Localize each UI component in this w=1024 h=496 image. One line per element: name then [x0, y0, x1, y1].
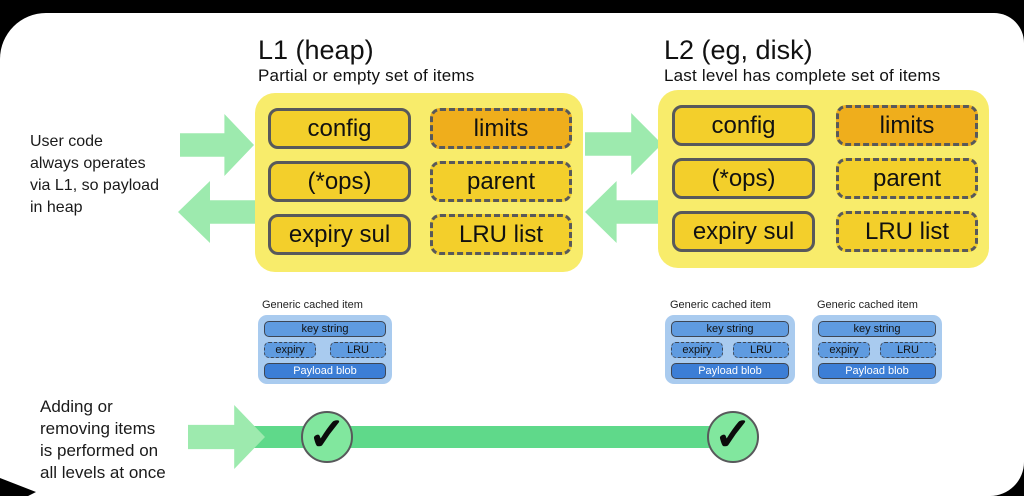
- l1-item-limits: limits: [430, 108, 572, 149]
- expiry-field: expiry: [264, 342, 316, 358]
- generic-item-label: Generic cached item: [262, 299, 363, 311]
- lru-field: LRU: [330, 342, 386, 358]
- lru-field: LRU: [733, 342, 789, 358]
- note-all-levels: Adding or removing items is performed on…: [40, 397, 166, 482]
- expiry-field: expiry: [818, 342, 870, 358]
- generic-item-card: key string expiry LRU Payload blob: [258, 315, 392, 384]
- generic-item-label: Generic cached item: [817, 299, 918, 311]
- generic-item-card: key string expiry LRU Payload blob: [665, 315, 795, 384]
- lru-field: LRU: [880, 342, 936, 358]
- key-string-field: key string: [264, 321, 386, 337]
- sync-bar: [248, 426, 737, 448]
- note-user-code: User code always operates via L1, so pay…: [30, 133, 159, 216]
- l2-title: L2 (eg, disk): [664, 35, 813, 65]
- payload-blob-field: Payload blob: [818, 363, 936, 379]
- check-circle-l2: ✓: [707, 411, 759, 463]
- l1-item-parent: parent: [430, 161, 572, 202]
- checkmark-icon: ✓: [307, 408, 347, 460]
- expiry-field: expiry: [671, 342, 723, 358]
- l2-item-config: config: [672, 105, 815, 146]
- key-string-field: key string: [671, 321, 789, 337]
- payload-blob-field: Payload blob: [264, 363, 386, 379]
- l2-item-parent: parent: [836, 158, 978, 199]
- checkmark-icon: ✓: [713, 408, 753, 460]
- l2-item-limits: limits: [836, 105, 978, 146]
- l1-item-ops: (*ops): [268, 161, 411, 202]
- l2-item-lru-list: LRU list: [836, 211, 978, 252]
- l2-container: config (*ops) expiry sul limits parent L…: [658, 90, 989, 268]
- l1-title: L1 (heap): [258, 35, 374, 65]
- l1-container: config (*ops) expiry sul limits parent L…: [255, 93, 583, 272]
- check-circle-l1: ✓: [301, 411, 353, 463]
- l2-item-ops: (*ops): [672, 158, 815, 199]
- l1-subtitle: Partial or empty set of items: [258, 66, 475, 85]
- key-string-field: key string: [818, 321, 936, 337]
- l1-item-config: config: [268, 108, 411, 149]
- payload-blob-field: Payload blob: [671, 363, 789, 379]
- generic-item-card: key string expiry LRU Payload blob: [812, 315, 942, 384]
- generic-item-label: Generic cached item: [670, 299, 771, 311]
- l2-subtitle: Last level has complete set of items: [664, 66, 941, 85]
- l2-item-expiry-sublist: expiry sul: [672, 211, 815, 252]
- l1-item-lru-list: LRU list: [430, 214, 572, 255]
- l1-item-expiry-sublist: expiry sul: [268, 214, 411, 255]
